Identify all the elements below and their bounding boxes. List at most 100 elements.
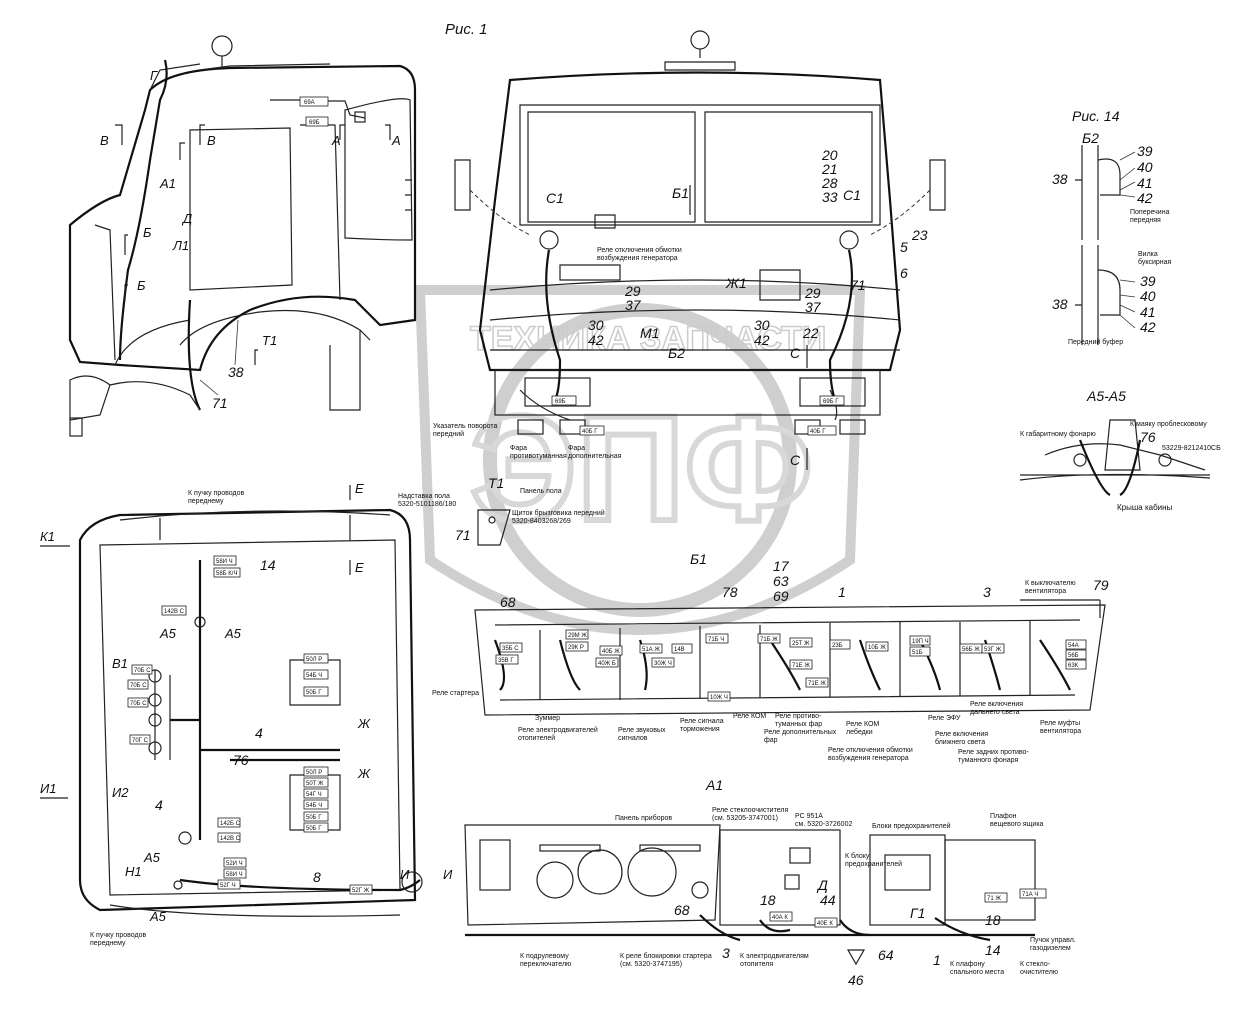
b1-tag-22: 56Б (1068, 653, 1079, 659)
front-label-42b: 42 (754, 332, 770, 348)
b1-tag-11: 71Б Ж (760, 637, 778, 643)
watermark-text-2: ЗАПЧАСТИ (640, 320, 826, 358)
a1-caption-wiper: К стекло-очистителю (1020, 961, 1058, 976)
cab-label-b2: Б (137, 278, 146, 293)
cab-label-v2: В (207, 133, 216, 148)
a1-caption-fuses: Блоки предохранителей (872, 822, 951, 830)
a1-num-18a: 18 (760, 892, 776, 908)
a1-num-1: 1 (933, 952, 941, 968)
rear-tag-1: 58Б К/Ч (216, 571, 237, 577)
front-label-c-bottom: С (790, 452, 801, 468)
b1-caption-buzzer: Зуммер (535, 715, 560, 722)
rear-tag-20: 52Г Ч (220, 883, 236, 889)
b1-num-3: 3 (983, 584, 991, 600)
cab-rear-view: 58И Ч 58Б К/Ч 142В С 70Б С 70Б С 70Б С 7… (40, 481, 453, 947)
front-label-23: 23 (911, 227, 928, 243)
rear-label-i4: И (443, 867, 453, 882)
front-label-30b: 30 (754, 317, 770, 333)
figure-14: Рис. 14 Б2 39 40 41 42 38 39 40 41 42 38… (1052, 108, 1172, 346)
fig14-num-38a: 38 (1052, 171, 1068, 187)
front-label-33: 33 (822, 189, 838, 205)
front-tag-4: 40Б Г (810, 429, 826, 435)
cab-num-71: 71 (212, 395, 228, 411)
b1-tag-14: 71Е Ж (808, 681, 826, 687)
view-a1-instrument-panel: А1 40А К 40Е К 71 Ж 71А Ч Панель приборо… (464, 777, 1076, 988)
b1-caption-efu: Реле ЭФУ (928, 715, 961, 722)
cab-label-a1-view: А1 (159, 176, 176, 191)
a5-caption-part: 53229-8212410СБ (1162, 445, 1221, 452)
a5-title: А5-А5 (1086, 388, 1126, 404)
cab-label-b1: Б (143, 225, 152, 240)
front-label-29b: 29 (804, 285, 821, 301)
rear-num-8: 8 (313, 869, 321, 885)
rear-label-e1: Е (355, 481, 364, 496)
cab-tag-69b: 69Б (309, 120, 320, 126)
a1-caption-starter-lock: К реле блокировки стартера(см. 5320-3747… (620, 952, 712, 968)
figure-title: Рис. 1 (445, 21, 488, 38)
b1-tag-18: 51Б (912, 650, 923, 656)
rear-tag-8: 54Б Ч (306, 673, 322, 679)
a5-caption-marker: К габаритному фонарю (1020, 430, 1096, 438)
rear-num-4a: 4 (255, 725, 263, 741)
b1-num-68: 68 (500, 594, 516, 610)
rear-tag-9: 50Б Г (306, 690, 322, 696)
cab-side-view: 69А 69Б Г В В А А А1 Д Б Л1 Б Т1 38 71 (68, 35, 417, 437)
a1-num-3: 3 (722, 945, 730, 961)
fig14-title: Рис. 14 (1072, 108, 1120, 124)
rear-label-a5-4: А5 (149, 909, 167, 924)
rear-tag-10: 50Л Р (306, 770, 322, 776)
cab-label-l1: Л1 (172, 238, 189, 253)
front-label-m1: М1 (640, 325, 659, 341)
rear-num-14: 14 (260, 557, 276, 573)
cab-label-a1: А (331, 133, 341, 148)
cab-front-view: 69Б 40Б Г 69Б Г 40Б Г С1 Б1 20 21 28 33 … (433, 30, 946, 470)
rear-tag-17: 142В С (220, 836, 241, 842)
rear-tag-3: 70Б С (134, 668, 151, 674)
rear-tag-13: 54Б Ч (306, 803, 322, 809)
a1-num-64: 64 (878, 947, 894, 963)
rear-tag-11: 50Т Ж (306, 781, 324, 787)
rear-label-a5-1: А5 (159, 626, 177, 641)
front-label-28: 28 (821, 175, 838, 191)
fig14-label-b2: Б2 (1082, 130, 1099, 146)
rear-label-k1: К1 (40, 529, 55, 544)
t1-caption-floor: Панель пола (520, 488, 562, 495)
b1-tag-17: 19П Ч (912, 639, 929, 645)
cab-label-d: Д (181, 211, 192, 226)
rear-tag-16: 142Б С (220, 821, 241, 827)
b1-tag-12: 25Т Ж (792, 641, 810, 647)
rear-tag-15: 50Б Г (306, 826, 322, 832)
a1-caption-gas-diesel: Пучок управл.газодизелем (1030, 937, 1076, 952)
rear-tag-2: 142В С (164, 609, 185, 615)
a1-label-g1: Г1 (910, 905, 925, 921)
b1-tag-8: 14В (674, 647, 685, 653)
watermark-logo: ЭПФ (470, 384, 813, 552)
front-label-b1: Б1 (672, 185, 689, 201)
b1-caption-starter: Реле стартера (432, 690, 479, 697)
b1-num-17: 17 (773, 558, 790, 574)
b1-tag-4: 40Б Ж (602, 649, 620, 655)
fig14-num-39b: 39 (1140, 273, 1156, 289)
rear-tag-19: 58И Ч (226, 872, 243, 878)
front-label-b2: Б2 (668, 345, 685, 361)
front-label-c1-right: С1 (843, 187, 861, 203)
front-label-71: 71 (850, 277, 866, 293)
a5-caption-beacon: К маяку проблесковому (1130, 420, 1207, 428)
fig14-num-40b: 40 (1140, 288, 1156, 304)
